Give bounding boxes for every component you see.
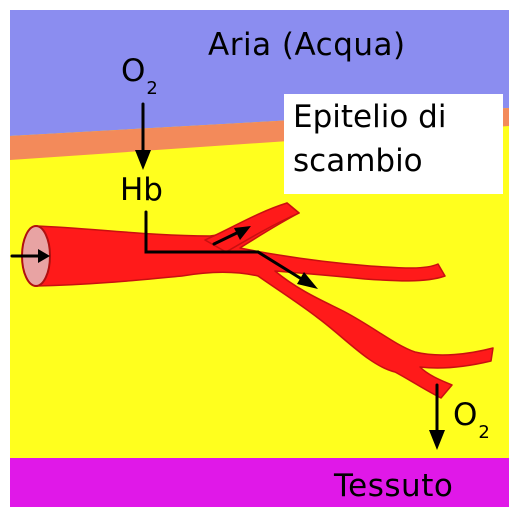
epithelium-label-line1: Epitelio di [293,102,446,133]
oxygen-subscript: 2 [478,422,489,443]
tissue-label: Tessuto [334,471,453,502]
oxygen-label-bottom: O2 [453,400,490,431]
epithelium-label-line2: scambio [293,146,423,177]
oxygen-symbol: O [121,53,145,89]
air-label: Aria (Acqua) [208,30,406,61]
oxygen-label-top: O2 [121,56,158,87]
oxygen-symbol: O [453,397,477,433]
hemoglobin-label: Hb [120,175,163,206]
oxygen-subscript: 2 [146,78,157,99]
